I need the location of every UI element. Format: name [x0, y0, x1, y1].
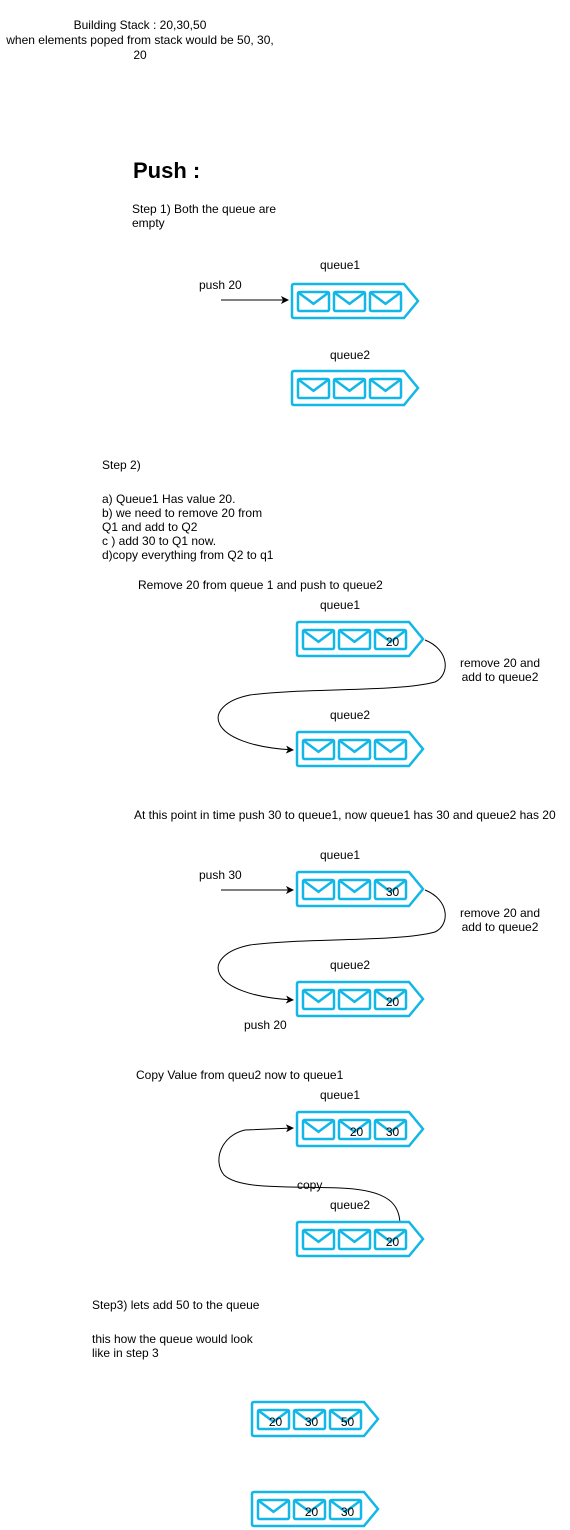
- queue1-label: queue1: [320, 598, 361, 612]
- queue-value: 20: [386, 1235, 400, 1249]
- remove-add-label-1: remove 20 and: [459, 906, 541, 920]
- step3-line-1: this how the queue would look: [92, 1332, 253, 1346]
- queue2-label: queue2: [330, 1198, 371, 1212]
- push30-queue1: 30: [295, 870, 425, 908]
- step2-line-d: d)copy everything from Q2 to q1: [102, 548, 274, 562]
- header-line-2: when elements poped from stack would be …: [6, 33, 274, 47]
- queue1-label: queue1: [320, 1088, 361, 1102]
- queue-value: 30: [341, 1505, 355, 1519]
- queue-value: 50: [341, 1415, 355, 1429]
- step3-line-2: like in step 3: [92, 1346, 159, 1360]
- caption-remove-push: Remove 20 from queue 1 and push to queue…: [138, 578, 383, 592]
- remove-add-label-2: add to queue2: [461, 920, 539, 934]
- remove-connector: [217, 889, 446, 1004]
- queue1-label: queue1: [320, 848, 361, 862]
- push30-label: push 30: [199, 868, 242, 882]
- queue1-label: queue1: [320, 258, 361, 272]
- queue-value: 20: [386, 635, 400, 649]
- step1-line-1: Step 1) Both the queue are: [132, 202, 277, 216]
- header-line-1: Building Stack : 20,30,50: [73, 18, 207, 32]
- remove-queue2: [295, 730, 425, 768]
- step2-heading: Step 2): [102, 458, 141, 472]
- queue-value: 30: [386, 885, 400, 899]
- remove-connector: [217, 639, 446, 754]
- step3-heading: Step3) lets add 50 to the queue: [92, 1298, 260, 1312]
- page-title: Push :: [133, 158, 201, 183]
- queue-value: 20: [350, 1125, 364, 1139]
- copy-queue2: 20: [295, 1220, 425, 1258]
- push20-label: push 20: [244, 1018, 287, 1032]
- push30-queue2: 20: [295, 980, 425, 1018]
- step2-line-a: a) Queue1 Has value 20.: [102, 492, 236, 506]
- queue2-label: queue2: [330, 958, 371, 972]
- step1-line-2: empty: [132, 216, 165, 230]
- initial-queue2: [290, 369, 420, 407]
- step2-line-b1: b) we need to remove 20 from: [102, 506, 263, 520]
- step2-line-b2: Q1 and add to Q2: [102, 520, 198, 534]
- copy-label: copy: [297, 1178, 323, 1192]
- copy-connector: [218, 1124, 401, 1226]
- remove-queue1: 20: [295, 620, 425, 658]
- remove-add-label-1: remove 20 and: [459, 656, 541, 670]
- queue-value: 20: [386, 995, 400, 1009]
- step3-queue-a: 20 30 50: [250, 1400, 380, 1438]
- remove-add-label-2: add to queue2: [461, 670, 539, 684]
- queue-value: 20: [269, 1415, 283, 1429]
- caption-point-in-time: At this point in time push 30 to queue1,…: [134, 808, 556, 822]
- initial-queue1: [290, 282, 420, 320]
- queue-value: 30: [386, 1125, 400, 1139]
- step2-line-c: c ) add 30 to Q1 now.: [102, 534, 217, 548]
- queue-value: 20: [305, 1505, 319, 1519]
- queue2-label: queue2: [330, 708, 371, 722]
- queue2-label: queue2: [330, 348, 371, 362]
- header-line-3: 20: [133, 48, 147, 62]
- push20-label: push 20: [199, 278, 242, 292]
- caption-copy-value: Copy Value from queu2 now to queue1: [136, 1068, 344, 1082]
- queue-value: 30: [305, 1415, 319, 1429]
